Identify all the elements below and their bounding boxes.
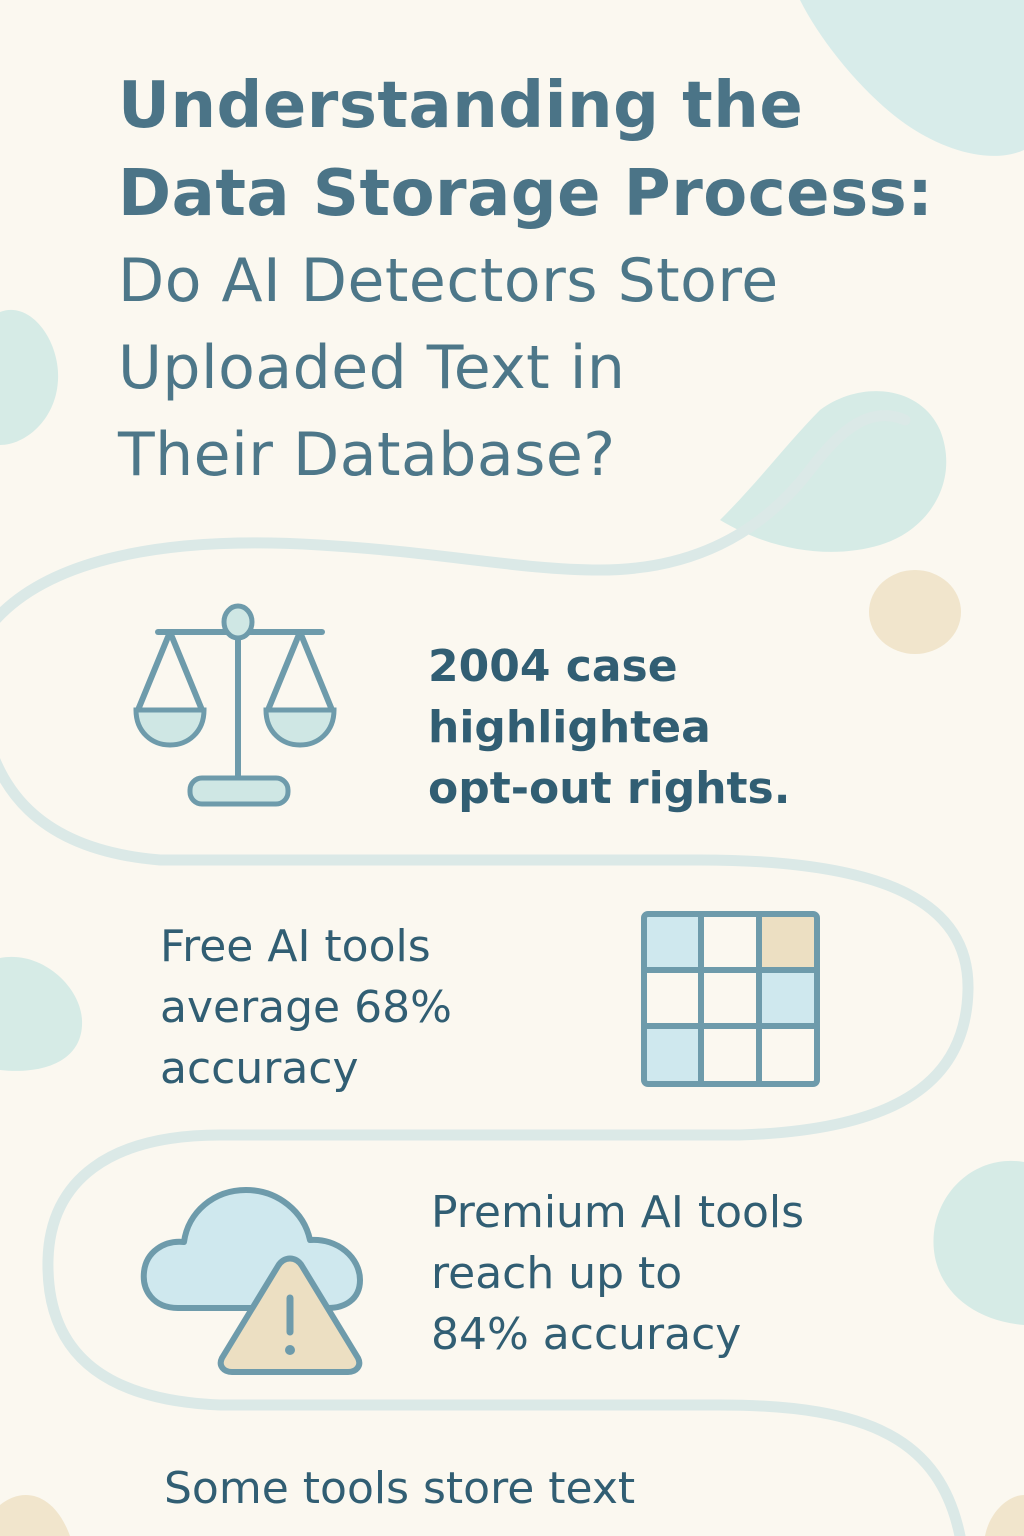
blob-sand-right [869, 570, 961, 654]
winding-path [0, 410, 974, 1536]
grid-icon [641, 911, 820, 1087]
fact-1-line-1: 2004 case [428, 641, 678, 692]
scale-of-justice-icon [133, 603, 337, 807]
blob-top-right [800, 0, 1024, 156]
blob-right-lower [933, 1160, 1024, 1325]
blob-left-upper [0, 309, 59, 445]
blob-left-lower [0, 956, 83, 1071]
page-title: Understanding the Data Storage Process: … [118, 62, 978, 499]
fact-4-line-1: Some tools store text [164, 1463, 636, 1514]
fact-tools-store-text: Some tools store text [164, 1458, 635, 1519]
fact-3-line-2: reach up to [431, 1248, 683, 1299]
subtitle-line-1: Do AI Detectors Store [118, 246, 779, 316]
subtitle-line-2: Uploaded Text in [118, 333, 626, 403]
fact-2-line-2: average 68% [160, 982, 452, 1033]
fact-3-line-3: 84% accuracy [431, 1309, 742, 1360]
title-line-2: Data Storage Process: [118, 157, 934, 231]
subtitle-line-3: Their Database? [118, 420, 616, 490]
fact-premium-tools-accuracy: Premium AI tools reach up to 84% accurac… [431, 1182, 804, 1365]
title-line-1: Understanding the [118, 69, 804, 143]
fact-free-tools-accuracy: Free AI tools average 68% accuracy [160, 916, 452, 1099]
fact-3-line-1: Premium AI tools [431, 1187, 805, 1238]
cloud-warning-icon [140, 1187, 363, 1375]
fact-1-line-3: opt-out rights. [428, 763, 791, 814]
fact-1-line-2: highlightea [428, 702, 711, 753]
fact-2-line-1: Free AI tools [160, 921, 431, 972]
blob-sand-bottom-right [985, 1495, 1024, 1536]
fact-2-line-3: accuracy [160, 1043, 359, 1094]
fact-opt-out-rights: 2004 case highlightea opt-out rights. [428, 636, 790, 819]
blob-sand-bottom-left [0, 1495, 70, 1536]
